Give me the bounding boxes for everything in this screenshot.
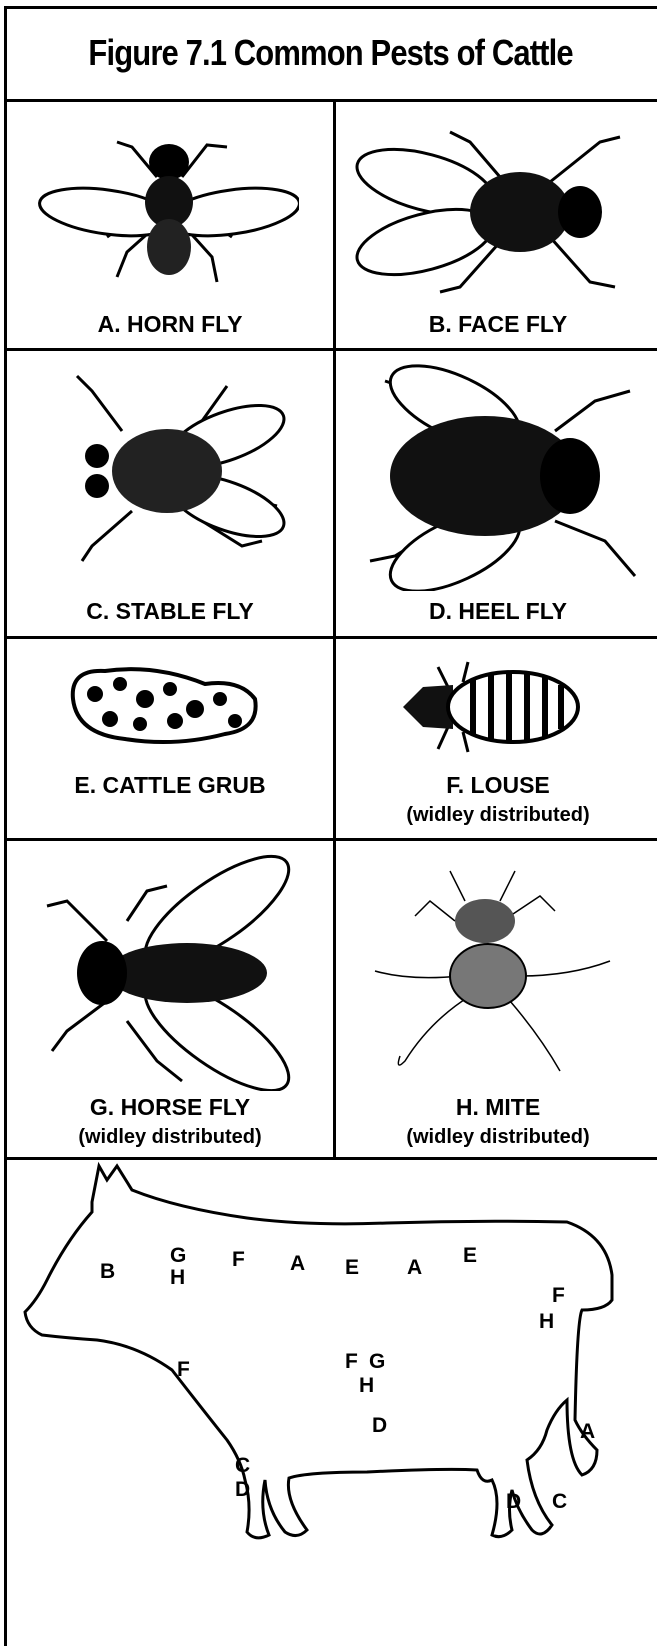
cow-label: F	[552, 1284, 565, 1308]
pest-label: H. MITE	[335, 1093, 657, 1121]
cow-label: A	[580, 1420, 595, 1444]
cow-label: C	[552, 1490, 567, 1514]
heel-fly-icon	[345, 361, 645, 591]
mite-icon	[370, 861, 620, 1081]
cow-label: E	[345, 1256, 359, 1280]
pest-note: (widley distributed)	[335, 1123, 657, 1151]
stable-fly-icon	[52, 371, 292, 571]
cow-label: A	[290, 1252, 305, 1276]
cow-label: G	[170, 1244, 186, 1268]
pest-label: B. FACE FLY	[335, 310, 657, 338]
pest-cell-cattle-grub: E. CATTLE GRUB	[7, 639, 333, 838]
pest-cell-heel-fly: D. HEEL FLY	[335, 351, 657, 636]
cow-label: F	[232, 1248, 245, 1272]
title-box: Figure 7.1 Common Pests of Cattle	[4, 6, 657, 102]
cow-label: F	[177, 1358, 190, 1382]
pest-label: C. STABLE FLY	[7, 597, 333, 625]
pest-label: D. HEEL FLY	[335, 597, 657, 625]
cow-label: H	[170, 1266, 185, 1290]
cow-label: E	[463, 1244, 477, 1268]
cow-label: D	[372, 1414, 387, 1438]
cow-label: A	[407, 1256, 422, 1280]
cow-label: C	[235, 1454, 250, 1478]
horse-fly-icon	[37, 851, 307, 1091]
pest-cell-horse-fly: G. HORSE FLY (widley distributed)	[7, 841, 333, 1157]
pest-cell-louse: F. LOUSE (widley distributed)	[335, 639, 657, 838]
pest-cell-stable-fly: C. STABLE FLY	[7, 351, 333, 636]
pest-label: G. HORSE FLY	[7, 1093, 333, 1121]
pest-label: F. LOUSE	[335, 771, 657, 799]
pest-label: E. CATTLE GRUB	[7, 771, 333, 799]
cow-diagram: B G H F A E A E F H F F G H D A C D D C	[7, 1160, 657, 1637]
figure-title: Figure 7.1 Common Pests of Cattle	[88, 32, 572, 74]
pest-cell-mite: H. MITE (widley distributed)	[335, 841, 657, 1157]
pest-cell-face-fly: B. FACE FLY	[335, 102, 657, 348]
cow-label: B	[100, 1260, 115, 1284]
cow-outline	[7, 1160, 657, 1637]
pest-note: (widley distributed)	[7, 1123, 333, 1151]
cow-label: D	[506, 1490, 521, 1514]
cow-label: G	[369, 1350, 385, 1374]
louse-icon	[393, 657, 593, 757]
horn-fly-icon	[37, 117, 299, 297]
cow-label: D	[235, 1478, 250, 1502]
face-fly-icon	[350, 122, 640, 302]
cow-label: H	[359, 1374, 374, 1398]
cattle-grub-icon	[65, 659, 265, 749]
cow-label: F	[345, 1350, 358, 1374]
pest-cell-horn-fly: A. HORN FLY	[7, 102, 333, 348]
cow-label: H	[539, 1310, 554, 1334]
pest-label: A. HORN FLY	[7, 310, 333, 338]
pest-note: (widley distributed)	[335, 801, 657, 829]
